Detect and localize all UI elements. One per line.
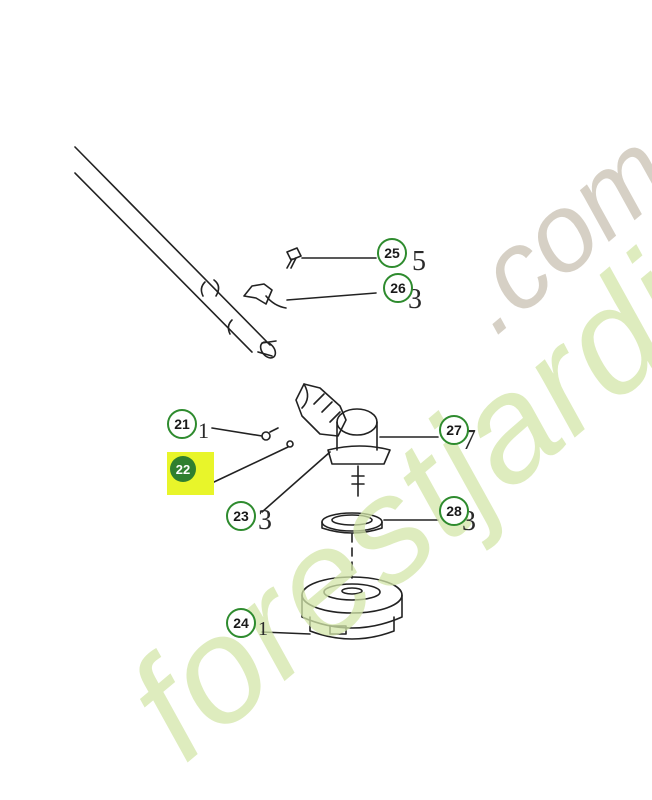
callout-28[interactable]: 28 <box>439 496 469 526</box>
ghost-digit-25: 5 <box>412 246 426 277</box>
leader-lines-21-22 <box>211 427 294 483</box>
washer-part-28 <box>321 512 439 534</box>
callout-23[interactable]: 23 <box>226 501 256 531</box>
ghost-digit-23: 3 <box>258 505 272 536</box>
shaft-tube <box>74 146 277 359</box>
leader-line-23 <box>261 451 331 513</box>
screw-part-25 <box>286 247 377 269</box>
clip-part-26 <box>243 283 377 309</box>
gear-head-part-27 <box>295 383 439 497</box>
callout-27[interactable]: 27 <box>439 415 469 445</box>
ghost-digit-21: 1 <box>198 418 209 443</box>
callout-21[interactable]: 21 <box>167 409 197 439</box>
spool-head-part-24 <box>261 576 403 640</box>
callout-24[interactable]: 24 <box>226 608 256 638</box>
callout-26[interactable]: 26 <box>383 273 413 303</box>
ghost-digit-24: 1 <box>258 618 268 640</box>
callout-22[interactable]: 22 <box>170 456 196 482</box>
callout-25[interactable]: 25 <box>377 238 407 268</box>
callout-22-highlight[interactable]: 22 <box>167 452 214 495</box>
